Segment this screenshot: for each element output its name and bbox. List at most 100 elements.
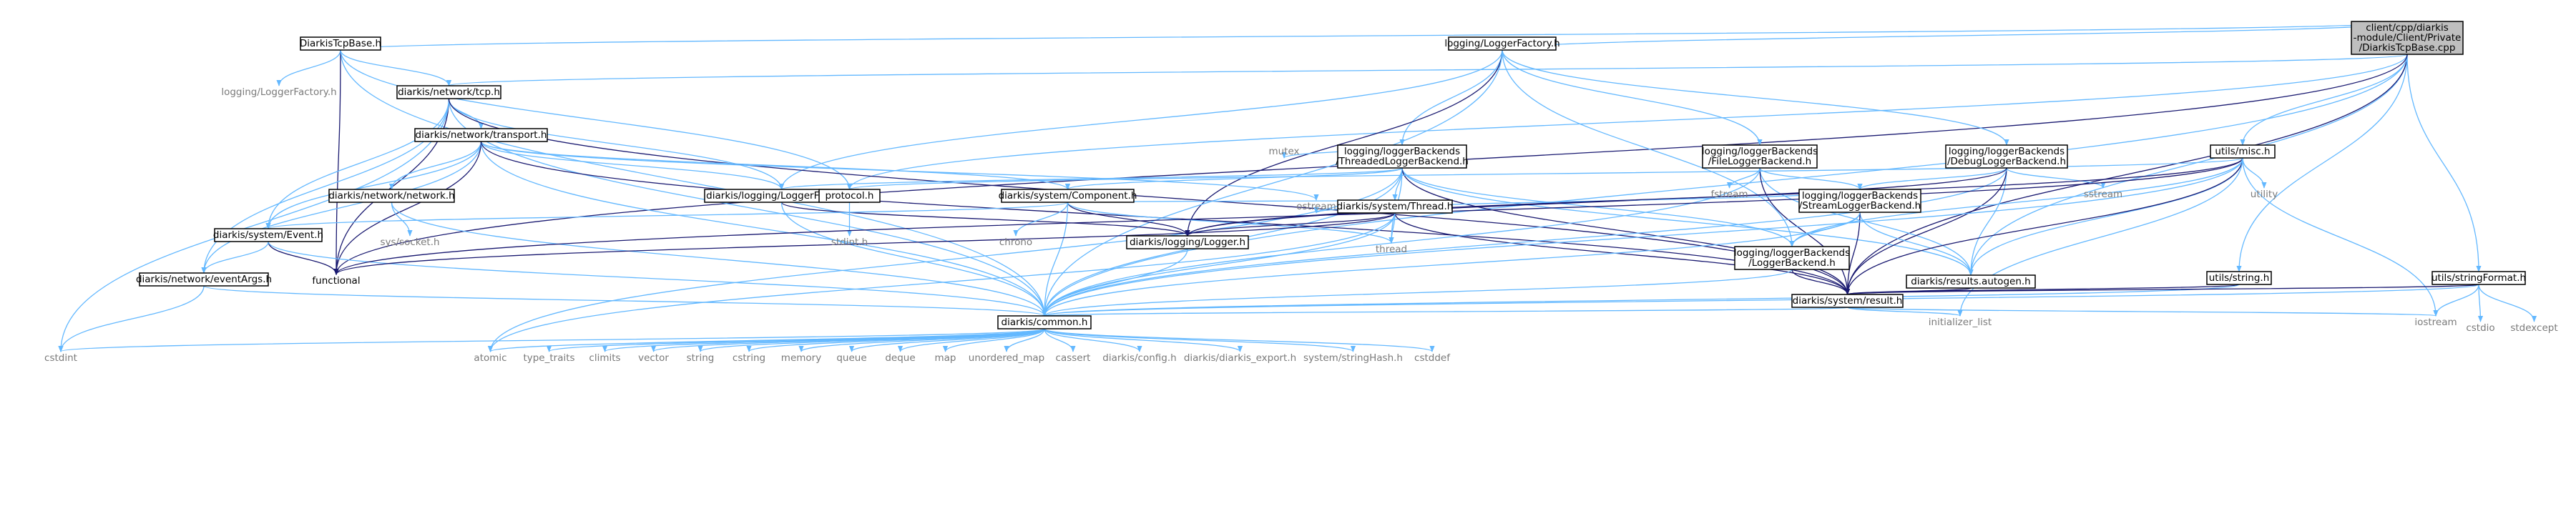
edge-common-to-unordered_map	[1004, 328, 1045, 352]
node-chrono-label-0: chrono	[999, 237, 1032, 248]
edge-root-to-result	[1844, 54, 2408, 295]
node-fstream: fstream	[1710, 189, 1748, 200]
node-transport[interactable]: diarkis/network/transport.h	[414, 128, 548, 142]
node-common-box	[997, 315, 1092, 329]
node-deque: deque	[885, 352, 915, 364]
node-loggerfactory-label-0: logging/LoggerFactory.h	[1444, 38, 1559, 49]
node-results_autogen[interactable]: diarkis/results.autogen.h	[1906, 274, 2036, 289]
edge-root-to-results_autogen	[1968, 54, 2408, 276]
node-export: diarkis/diarkis_export.h	[1184, 352, 1296, 364]
node-iostream-label-0: iostream	[2414, 317, 2457, 328]
node-component-box	[1001, 189, 1135, 203]
node-debuglogger[interactable]: logging/loggerBackends/DebugLoggerBacken…	[1945, 144, 2068, 169]
node-loggerfactory-box	[1448, 36, 1557, 51]
node-cassert-label-0: cassert	[1056, 352, 1091, 364]
edge-streamlogger-to-result	[1844, 212, 1861, 295]
edge-transport-to-common	[480, 141, 1047, 317]
node-type_traits: type_traits	[523, 352, 574, 364]
node-tcpbase[interactable]: DiarkisTcpBase.h	[300, 36, 381, 51]
node-ostream-label-0: ostream	[1296, 201, 1336, 212]
node-cstdio: cstdio	[2466, 322, 2494, 334]
edge-threaded-to-result	[1401, 167, 1851, 295]
node-loggerfactory[interactable]: logging/LoggerFactory.h	[1444, 36, 1560, 51]
node-protocol[interactable]: protocol.h	[818, 189, 881, 203]
node-filelogger[interactable]: logging/loggerBackends/FileLoggerBackend…	[1702, 144, 1818, 169]
node-streamlogger-label-0: logging/loggerBackends	[1802, 190, 1918, 202]
edge-root-to-string_h	[2236, 54, 2408, 272]
edge-logging_factory-to-logger	[780, 202, 1190, 237]
node-cstring-label-0: cstring	[733, 352, 765, 364]
node-tcp-box	[396, 85, 501, 99]
edge-component-to-thread	[1067, 202, 1394, 244]
node-loggerfactory_grey: logging/LoggerFactory.h	[221, 86, 336, 98]
node-streamlogger[interactable]: logging/loggerBackends/StreamLoggerBacke…	[1798, 189, 1921, 213]
node-sys_socket-label-0: sys/socket.h	[380, 237, 439, 248]
edge-result-to-initializer_list	[1846, 307, 1963, 317]
node-root-label-2: /DiarkisTcpBase.cpp	[2359, 42, 2456, 54]
node-cstdio-label-0: cstdio	[2466, 322, 2494, 334]
node-common[interactable]: diarkis/common.h	[997, 315, 1092, 329]
node-stringformat[interactable]: utils/stringFormat.h	[2431, 271, 2526, 285]
edge-network-to-sys_socket	[391, 202, 413, 237]
edge-tcpbase-to-loggerfactory_grey	[276, 49, 341, 86]
edge-common-to-deque	[897, 328, 1045, 352]
edge-misc-to-result	[1844, 157, 2243, 295]
edge-debuglogger-to-common	[1042, 167, 2007, 317]
edge-result-to-iostream	[1846, 307, 2438, 317]
node-misc-box	[2210, 144, 2276, 159]
edge-tcpbase-to-functional	[333, 49, 341, 275]
node-vector: vector	[638, 352, 669, 364]
node-fstream-label-0: fstream	[1710, 189, 1748, 200]
edge-result-to-common	[1042, 307, 1848, 317]
node-tcp[interactable]: diarkis/network/tcp.h	[396, 85, 501, 99]
edge-misc-to-loggerbackend	[1789, 157, 2243, 247]
node-string_h[interactable]: utils/string.h	[2206, 271, 2272, 285]
node-loggerbackend[interactable]: logging/loggerBackends/LoggerBackend.h	[1734, 246, 1850, 270]
edge-logging_factory-to-common	[780, 202, 1047, 317]
node-network[interactable]: diarkis/network/network.h	[328, 189, 455, 203]
edge-stringformat-to-iostream	[2433, 284, 2479, 317]
edge-tcp-to-logging_factory	[448, 98, 785, 190]
edge-misc-to-functional	[333, 157, 2243, 275]
node-config-label-0: diarkis/config.h	[1102, 352, 1176, 364]
node-event[interactable]: diarkis/system/Event.h	[213, 228, 323, 242]
node-misc[interactable]: utils/misc.h	[2210, 144, 2276, 159]
edge-stringformat-to-result	[1845, 284, 2479, 295]
node-thread_h[interactable]: diarkis/system/Thread.h	[1337, 199, 1454, 214]
node-root-label-0: client/cpp/diarkis	[2366, 22, 2448, 34]
edge-streamlogger-to-results_autogen	[1859, 212, 1974, 276]
node-transport-label-0: diarkis/network/transport.h	[416, 129, 547, 141]
node-cstdint: cstdint	[44, 352, 77, 364]
node-loggerbackend-box	[1734, 246, 1850, 270]
node-stringformat-box	[2431, 271, 2526, 285]
edge-eventargs-to-common	[203, 285, 1047, 317]
node-misc-label-0: utils/misc.h	[2215, 146, 2270, 157]
node-thread_h-box	[1337, 199, 1453, 214]
node-ostream: ostream	[1296, 201, 1336, 212]
node-threaded[interactable]: logging/loggerBackends/ThreadedLoggerBac…	[1336, 144, 1469, 169]
edge-event-to-common	[268, 241, 1047, 317]
node-root[interactable]: client/cpp/diarkis-module/Client/Private…	[2351, 21, 2464, 55]
edge-common-to-climits	[602, 328, 1045, 352]
edge-misc-to-results_autogen	[1968, 157, 2243, 276]
node-tcpbase-label-0: DiarkisTcpBase.h	[300, 38, 381, 49]
edge-thread_h-to-common	[1042, 212, 1396, 317]
edge-stringformat-to-cstdio	[2477, 284, 2484, 322]
node-result[interactable]: diarkis/system/result.h	[1791, 294, 1904, 308]
node-utility-label-0: utility	[2251, 189, 2278, 200]
node-logger[interactable]: diarkis/logging/Logger.h	[1126, 235, 1249, 249]
node-component[interactable]: diarkis/system/Component.h	[999, 189, 1137, 203]
edge-component-to-logger	[1067, 202, 1190, 237]
node-loggerbackend-label-1: /LoggerBackend.h	[1748, 257, 1836, 269]
node-eventargs[interactable]: diarkis/network/eventArgs.h	[136, 272, 272, 287]
edge-common-to-memory	[798, 328, 1045, 352]
node-eventargs-label-0: diarkis/network/eventArgs.h	[136, 274, 272, 285]
node-event-box	[214, 228, 323, 242]
node-memory-label-0: memory	[781, 352, 821, 364]
edge-stringformat-to-common	[1042, 284, 2479, 317]
edge-root-to-stringformat	[2406, 54, 2482, 272]
node-memory: memory	[781, 352, 821, 364]
node-streamlogger-box	[1798, 189, 1921, 213]
edge-component-to-event	[265, 202, 1069, 229]
edge-threaded-to-atomic	[487, 167, 1403, 352]
